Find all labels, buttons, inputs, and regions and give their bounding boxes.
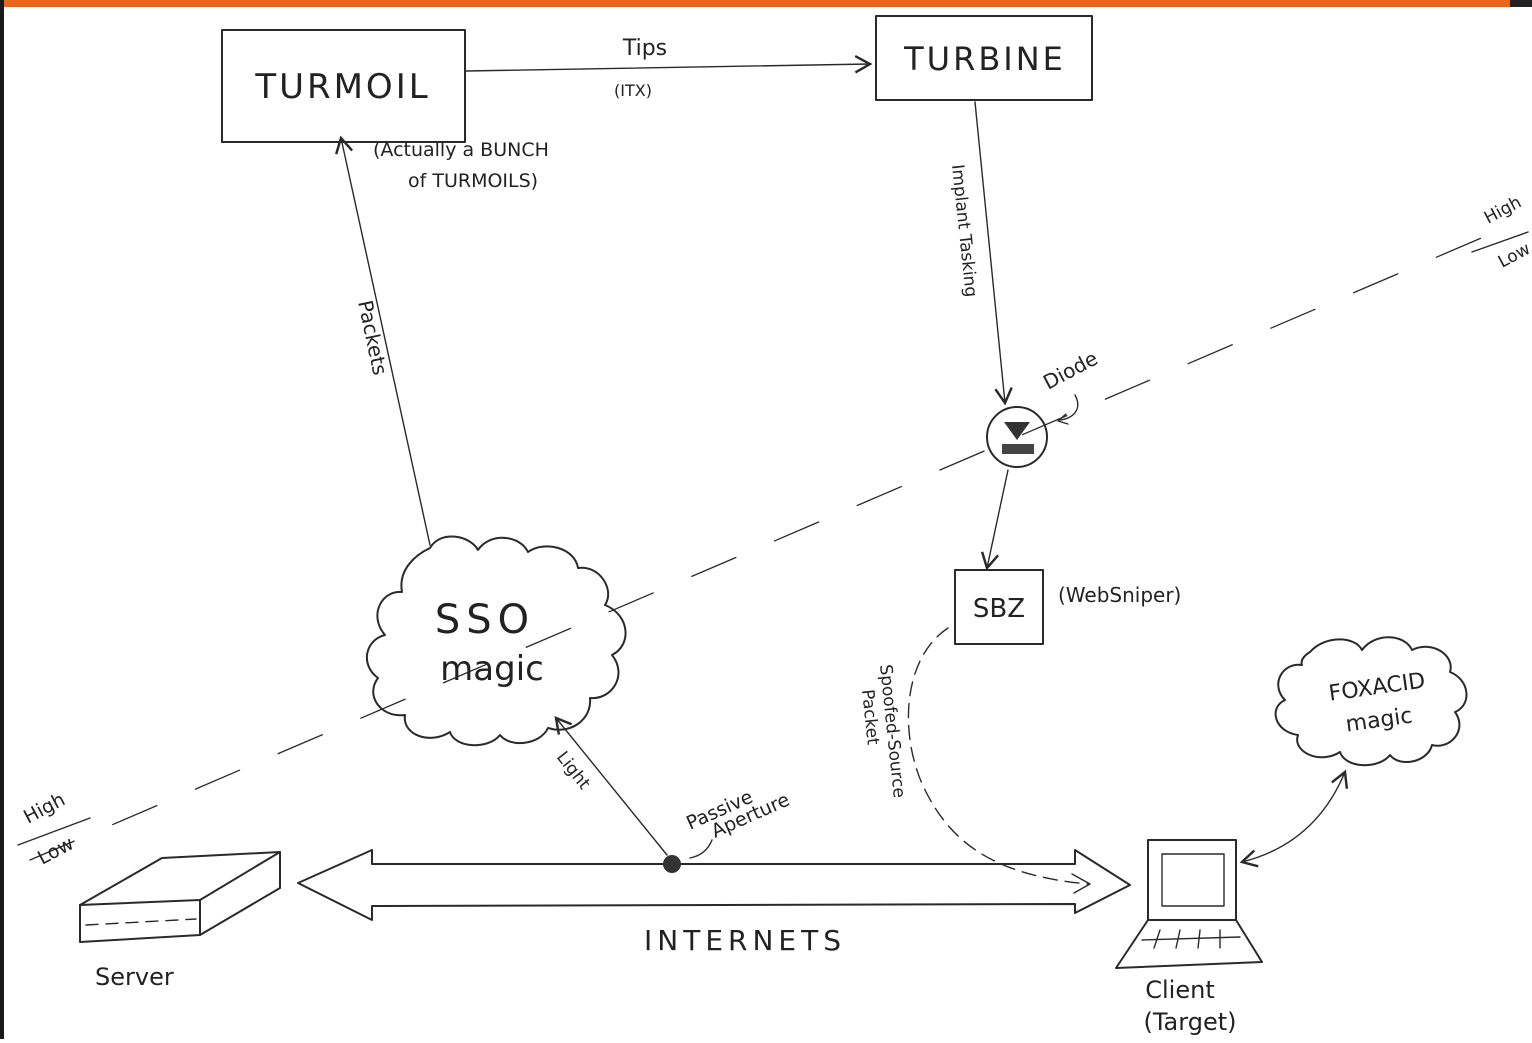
diode-label: Diode <box>1039 346 1102 395</box>
foxacid-magic-cloud: FOXACID magic <box>1274 636 1468 767</box>
sbz-note: (WebSniper) <box>1058 583 1181 607</box>
high-low-divider-left <box>17 817 91 846</box>
sso-label-line2: magic <box>440 649 544 689</box>
turbine-node: TURBINE <box>875 15 1093 101</box>
server-front <box>79 899 201 943</box>
sso-magic-cloud: SSO magic <box>365 535 627 747</box>
implant-tasking-label: Implant Tasking <box>947 163 981 298</box>
low-label-right: Low <box>1495 239 1532 272</box>
client-label-line2: (Target) <box>1144 1008 1237 1036</box>
diode-to-sbz-arrow <box>980 469 1009 571</box>
packets-label: Packets <box>353 298 392 377</box>
top-accent-bar <box>0 0 1532 7</box>
turmoil-label: TURMOIL <box>254 67 430 107</box>
high-label-right: High <box>1481 192 1525 228</box>
server-drive-line <box>85 918 197 926</box>
laptop-key3 <box>1197 929 1201 949</box>
sbz-node: SBZ <box>954 569 1044 645</box>
internets-label: INTERNETS <box>644 924 846 957</box>
diode-circle <box>986 406 1048 468</box>
passive-pointer <box>689 839 713 859</box>
left-edge-bar <box>0 0 4 1039</box>
laptop-key2 <box>1175 929 1181 949</box>
packets-arrow <box>334 135 431 546</box>
client-laptop-icon <box>1115 839 1263 969</box>
tips-label: Tips <box>622 36 667 61</box>
corner-mark <box>1510 0 1532 7</box>
diode-pointer <box>1059 394 1079 421</box>
laptop-keyboard-base <box>1115 919 1263 969</box>
implant-tasking-arrow <box>974 101 1013 406</box>
laptop-key1 <box>1153 929 1161 949</box>
server-top <box>79 851 281 906</box>
server-icon <box>79 851 281 943</box>
laptop-screen-inner <box>1161 853 1225 907</box>
high-low-legend-right: High Low <box>1471 192 1532 272</box>
sbz-box <box>954 569 1044 645</box>
turmoil-note-line2: of TURMOILS) <box>408 170 538 192</box>
high-low-legend-left: High Low <box>17 788 91 869</box>
light-label: Light <box>552 748 594 794</box>
high-low-boundary-line <box>29 229 1501 861</box>
high-low-divider-right <box>1471 231 1529 253</box>
client-label-line1: Client <box>1145 976 1214 1004</box>
tips-arrow <box>465 55 873 74</box>
turmoil-node: TURMOIL <box>221 29 466 143</box>
light-arrow <box>554 716 668 856</box>
foxacid-cloud-shape <box>1274 636 1468 767</box>
sso-cloud-shape <box>365 535 627 747</box>
server-label: Server <box>95 963 174 991</box>
internets-arrow-shape <box>297 849 1131 921</box>
diode-pointer-head <box>1057 413 1069 425</box>
turbine-box <box>875 15 1093 101</box>
low-label-left: Low <box>34 832 77 869</box>
sso-label-line1: SSO <box>435 597 535 643</box>
client-foxacid-arrow <box>1239 769 1349 868</box>
high-label-left: High <box>20 788 69 828</box>
passive-aperture-dot <box>663 855 681 873</box>
diode-triangle-icon <box>1004 422 1030 440</box>
server-side <box>199 851 281 936</box>
spoofed-packet-path <box>907 627 1089 885</box>
foxacid-label-line1: FOXACID <box>1327 668 1427 706</box>
diode-node <box>986 406 1048 468</box>
internets-double-arrow <box>297 849 1131 921</box>
turbine-label: TURBINE <box>903 40 1066 78</box>
spoofed-packet-arrowhead <box>1071 873 1091 894</box>
laptop-keys-line <box>1141 936 1241 941</box>
itx-label: (ITX) <box>614 81 652 100</box>
diode-bar-icon <box>1002 444 1034 454</box>
laptop-screen-outer <box>1147 839 1237 921</box>
sbz-label: SBZ <box>973 594 1025 624</box>
foxacid-label-line2: magic <box>1344 704 1414 738</box>
turmoil-note-line1: (Actually a BUNCH <box>373 139 549 161</box>
